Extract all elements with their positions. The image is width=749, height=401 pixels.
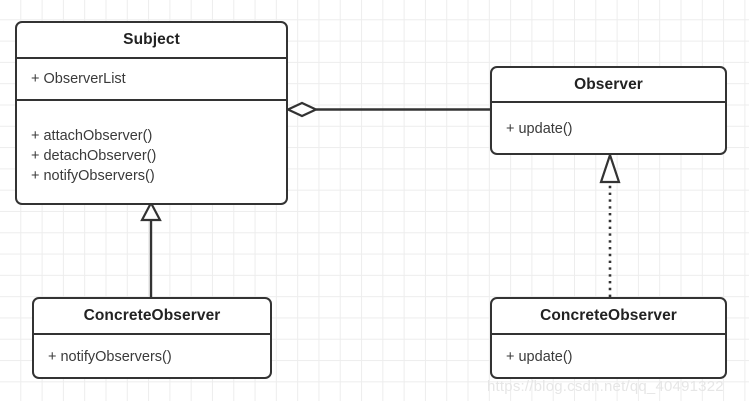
operations-compartment: + update() <box>492 335 725 378</box>
operation-item: + notifyObservers() <box>31 167 155 184</box>
operation-item: + attachObserver() <box>31 127 153 144</box>
class-box-observer[interactable]: Observer + update() <box>490 66 727 155</box>
compartment-divider <box>492 101 725 103</box>
attribute-item: + ObserverList <box>31 71 126 87</box>
generalization-connector[interactable] <box>140 200 162 297</box>
compartment-divider <box>17 99 286 101</box>
operations-compartment: + notifyObservers() <box>34 335 270 378</box>
class-box-concrete-subject[interactable]: ConcreteObserver + notifyObservers() <box>32 297 272 379</box>
compartment-divider <box>34 333 270 335</box>
class-name-concrete-subject: ConcreteObserver <box>83 307 221 324</box>
class-name-observer: Observer <box>574 75 643 93</box>
hollow-triangle-icon <box>599 151 621 184</box>
operation-item: + update() <box>506 348 573 365</box>
attributes-compartment: + ObserverList <box>17 59 286 99</box>
class-name-subject: Subject <box>123 31 180 48</box>
class-box-subject[interactable]: Subject + ObserverList + attachObserver(… <box>15 21 288 205</box>
operations-compartment: + update() <box>492 103 725 154</box>
operations-compartment: + attachObserver() + detachObserver() + … <box>17 101 286 202</box>
realization-connector[interactable] <box>599 151 621 297</box>
hollow-diamond-icon <box>285 101 319 118</box>
operation-item: + update() <box>506 120 573 137</box>
class-box-concrete-observer[interactable]: ConcreteObserver + update() <box>490 297 727 379</box>
class-name-concrete-observer: ConcreteObserver <box>540 307 677 324</box>
aggregation-connector[interactable] <box>285 101 491 118</box>
operation-item: + notifyObservers() <box>48 348 172 365</box>
compartment-divider <box>17 57 286 59</box>
compartment-divider <box>492 333 725 335</box>
hollow-triangle-icon <box>140 200 162 222</box>
operation-item: + detachObserver() <box>31 147 157 164</box>
watermark-text: https://blog.csdn.net/qq_40491322 <box>487 378 724 395</box>
